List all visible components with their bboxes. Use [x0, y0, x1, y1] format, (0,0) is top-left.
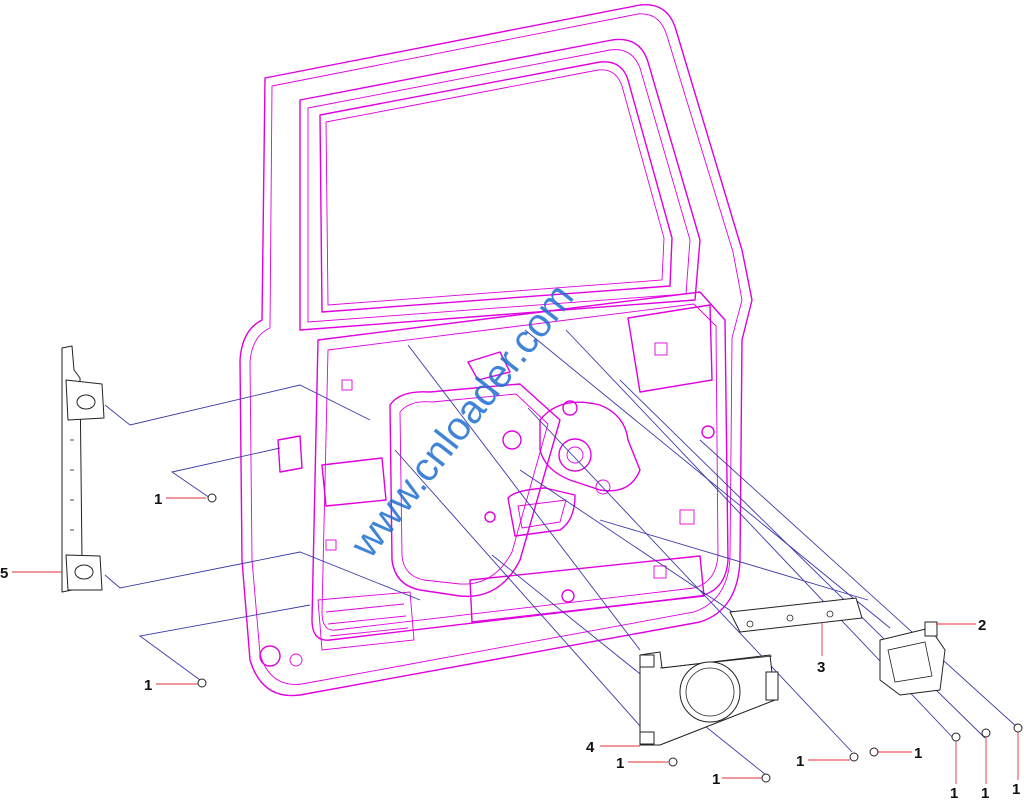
callout-1d: 1 [712, 771, 720, 788]
rail-bracket-part [729, 597, 863, 633]
callout-1g: 1 [950, 785, 958, 800]
nut-1g [951, 732, 961, 742]
callout-1c: 1 [616, 755, 624, 772]
nut-1f [869, 747, 879, 757]
callout-2: 2 [978, 617, 986, 634]
door-panel-outline [239, 4, 753, 697]
nut-1a [207, 493, 217, 503]
nut-1b [197, 678, 207, 688]
fasteners [197, 493, 1023, 783]
door-hinge-part [61, 345, 105, 593]
nut-1e [849, 752, 859, 762]
callout-1b: 1 [144, 677, 152, 694]
callout-1h: 1 [981, 785, 989, 800]
nut-1c [668, 757, 678, 767]
callout-leaders [12, 497, 1019, 784]
callout-labels: 5 1 1 4 1 1 1 1 3 2 1 1 1 [0, 491, 1020, 800]
small-bracket-part [879, 621, 946, 696]
callout-1e: 1 [796, 753, 804, 770]
callout-1a: 1 [154, 491, 162, 508]
speaker-bracket-part [639, 651, 779, 746]
callout-3: 3 [817, 659, 825, 676]
callout-5: 5 [0, 565, 8, 582]
callout-1f: 1 [914, 745, 922, 762]
watermark: www.cnloader.com [342, 276, 583, 567]
callout-4: 4 [586, 739, 595, 756]
nut-1i [1013, 723, 1023, 733]
nut-1h [981, 728, 991, 738]
callout-1i: 1 [1012, 781, 1020, 798]
nut-1d [761, 773, 771, 783]
